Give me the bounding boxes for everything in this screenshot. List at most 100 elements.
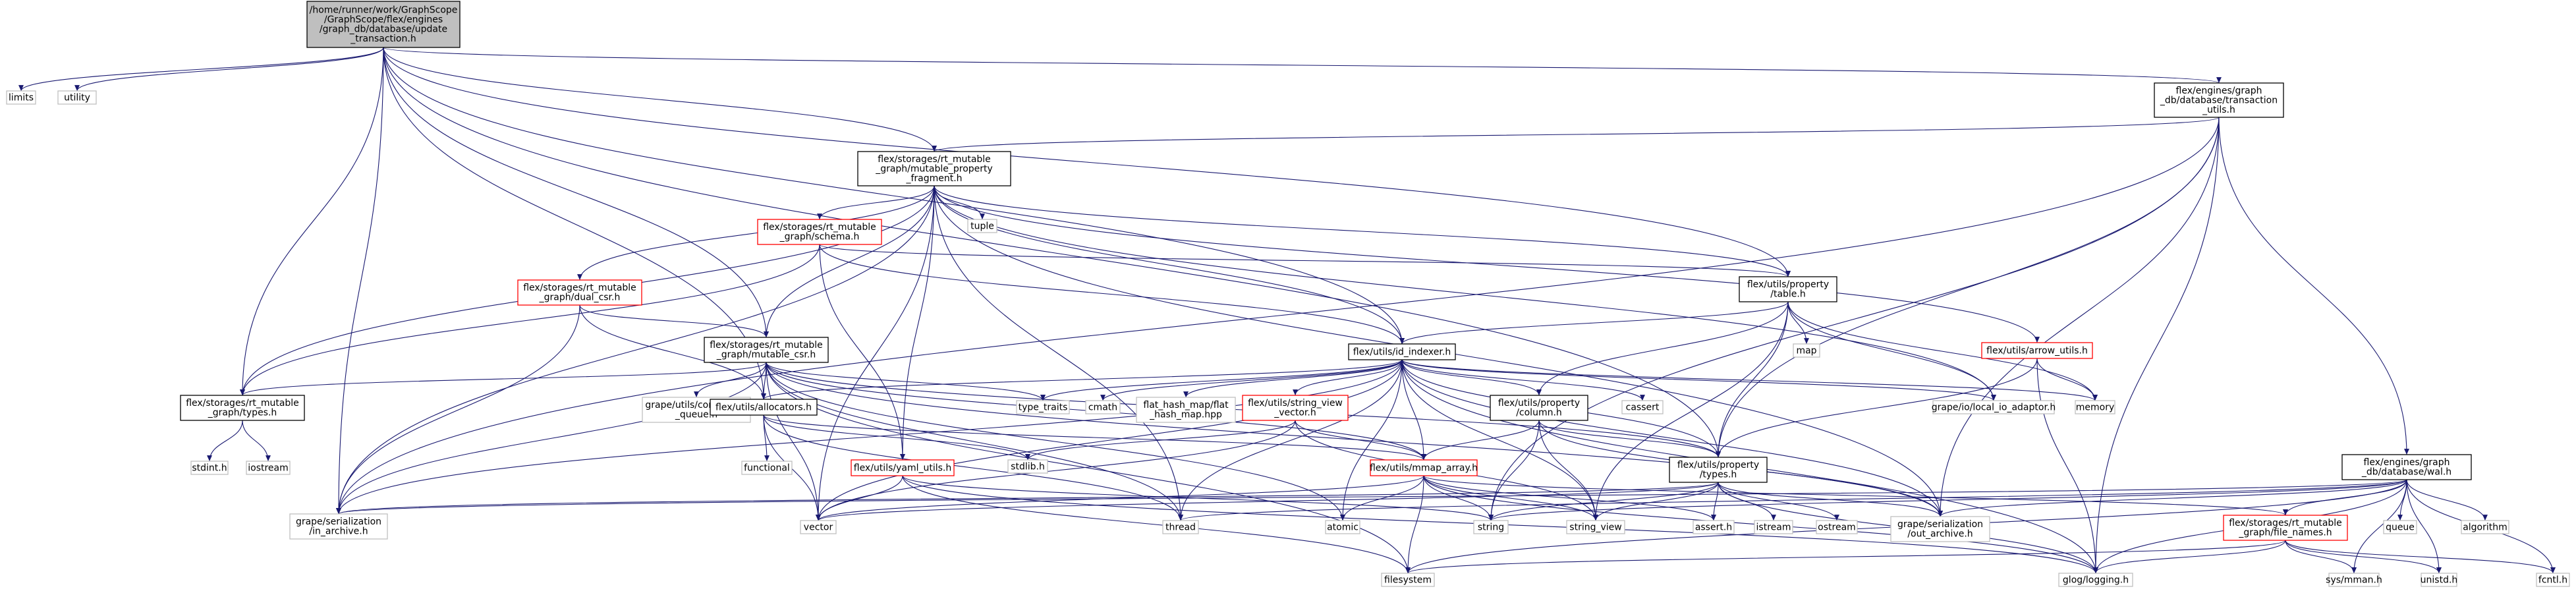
- edge-allocators-to-mmap_array: [763, 414, 1426, 461]
- edge-yaml_utils-to-filesystem: [902, 475, 1411, 574]
- node-flat-hash-map[interactable]: flat_hash_map/flat_hash_map.hpp: [1136, 397, 1236, 423]
- node-mutable-csr[interactable]: flex/storages/rt_mutable_graph/mutable_c…: [704, 337, 829, 363]
- node-istream[interactable]: istream: [1754, 520, 1793, 534]
- node-type-traits[interactable]: type_traits: [1016, 400, 1070, 414]
- edge-root-to-mutable_property_fragment: [383, 47, 937, 152]
- node-box: [2154, 82, 2284, 118]
- node-functional[interactable]: functional: [741, 461, 793, 475]
- edge-property_table-to-local_io_adaptor: [1787, 301, 1996, 401]
- edge-property_types-to-vector: [816, 482, 1719, 521]
- node-label-line: _graph/types.h: [208, 408, 277, 418]
- node-utility[interactable]: utility: [57, 90, 97, 105]
- edge-property_types-to-string_view: [1593, 482, 1719, 521]
- edge-id_indexer-to-allocators: [761, 359, 1403, 400]
- node-box: [1793, 343, 1820, 358]
- node-box: [857, 151, 1011, 186]
- node-label-line: thread: [1165, 522, 1196, 532]
- node-box: [1566, 520, 1625, 534]
- edge-root-to-id_indexer: [383, 47, 1405, 345]
- node-label-line: sys/mman.h: [2326, 575, 2382, 585]
- node-yaml-utils[interactable]: flex/utils/yaml_utils.h: [851, 459, 955, 476]
- node-property-types[interactable]: flex/utils/property/types.h: [1669, 457, 1768, 483]
- node-root[interactable]: /home/runner/work/GraphScope/GraphScope/…: [306, 1, 461, 48]
- node-file-names[interactable]: flex/storages/rt_mutable_graph/file_name…: [2223, 515, 2348, 541]
- node-stdlib[interactable]: stdlib.h: [1007, 459, 1048, 474]
- node-label-line: flex/storages/rt_mutable: [710, 340, 823, 351]
- node-in-archive[interactable]: grape/serialization/in_archive.h: [289, 513, 388, 540]
- edge-id_indexer-to-in_archive: [336, 359, 1403, 515]
- node-stdint[interactable]: stdint.h: [190, 461, 229, 475]
- edge-id_indexer-to-mmap_array: [1401, 359, 1426, 461]
- node-unistd[interactable]: unistd.h: [2421, 573, 2458, 587]
- node-mutable-property-fragment[interactable]: flex/storages/rt_mutable_graph/mutable_p…: [857, 151, 1011, 186]
- edge-dual_csr-to-mutable_csr: [579, 304, 769, 338]
- node-tuple[interactable]: tuple: [967, 219, 997, 233]
- node-box: [1085, 400, 1121, 414]
- node-label-line: flex/utils/allocators.h: [715, 402, 812, 412]
- node-property-table[interactable]: flex/utils/property/table.h: [1739, 276, 1837, 302]
- node-label-line: assert.h: [1695, 522, 1732, 532]
- node-label-line: _queue.h: [675, 410, 717, 420]
- node-sys-mman[interactable]: sys/mman.h: [2326, 573, 2382, 587]
- node-ostream[interactable]: ostream: [1816, 520, 1858, 534]
- edge-property_table-to-string_view: [1593, 301, 1789, 521]
- node-queue[interactable]: queue: [2383, 520, 2417, 534]
- node-label-line: /GraphScope/flex/engines: [324, 14, 443, 25]
- node-fcntl[interactable]: fcntl.h: [2536, 573, 2570, 587]
- edge-arrow_utils-to-glog: [2036, 358, 2098, 574]
- node-glog[interactable]: glog/logging.h: [2058, 573, 2133, 587]
- node-arrow-utils[interactable]: flex/utils/arrow_utils.h: [1981, 342, 2093, 359]
- node-string-view-vector[interactable]: flex/utils/string_view_vector.h: [1242, 395, 1349, 421]
- node-label-line: flex/storages/rt_mutable: [763, 222, 876, 233]
- node-box: [2223, 515, 2348, 541]
- node-filesystem[interactable]: filesystem: [1381, 573, 1435, 587]
- node-box: [2383, 520, 2417, 534]
- node-cmath[interactable]: cmath: [1085, 400, 1121, 414]
- node-string[interactable]: string: [1473, 520, 1509, 534]
- node-label-line: _fragment.h: [905, 173, 962, 184]
- node-box: [2536, 573, 2570, 587]
- node-iostream[interactable]: iostream: [246, 461, 291, 475]
- node-concurrent-queue[interactable]: grape/utils/concurrent_queue.h: [642, 397, 751, 423]
- edge-id_indexer-to-vector: [816, 359, 1403, 521]
- edge-wal-to-in_archive: [336, 479, 2407, 515]
- node-assert-h[interactable]: assert.h: [1693, 520, 1735, 534]
- node-layer: /home/runner/work/GraphScope/GraphScope/…: [6, 1, 2570, 587]
- node-map[interactable]: map: [1793, 343, 1820, 358]
- node-string-view[interactable]: string_view: [1566, 520, 1625, 534]
- node-dual-csr[interactable]: flex/storages/rt_mutable_graph/dual_csr.…: [517, 279, 642, 306]
- edge-schema-to-yaml_utils: [819, 244, 905, 461]
- node-box: [851, 459, 955, 476]
- node-property-column[interactable]: flex/utils/property/column.h: [1490, 395, 1588, 421]
- node-box: [1739, 276, 1837, 302]
- edge-mutable_property_fragment-to-schema: [817, 185, 935, 220]
- node-thread[interactable]: thread: [1162, 520, 1199, 534]
- edge-root-to-transaction_utils: [383, 47, 2222, 84]
- edge-id_indexer-to-local_io_adaptor: [1401, 359, 1996, 401]
- node-label-line: /graph_db/database/update: [320, 24, 447, 35]
- node-id-indexer[interactable]: flex/utils/id_indexer.h: [1348, 343, 1456, 360]
- node-label-line: flat_hash_map/flat: [1143, 400, 1229, 410]
- node-transaction-utils[interactable]: flex/engines/graph_db/database/transacti…: [2154, 82, 2284, 118]
- node-label-line: utility: [64, 92, 90, 103]
- node-label-line: istream: [1756, 522, 1791, 532]
- edge-mmap_array-to-atomic: [1340, 475, 1424, 521]
- node-types[interactable]: flex/storages/rt_mutable_graph/types.h: [180, 395, 305, 421]
- node-atomic[interactable]: atomic: [1325, 520, 1360, 534]
- node-wal[interactable]: flex/engines/graph_db/database/wal.h: [2341, 454, 2472, 480]
- node-algorithm[interactable]: algorithm: [2461, 520, 2509, 534]
- node-local-io-adaptor[interactable]: grape/io/local_io_adaptor.h: [1932, 400, 2056, 414]
- node-label-line: flex/utils/property: [1677, 460, 1759, 470]
- node-out-archive[interactable]: grape/serialization/out_archive.h: [1890, 516, 1990, 542]
- edge-property_table-to-map: [1787, 301, 1809, 345]
- edge-wal-to-thread: [1178, 479, 2407, 521]
- node-memory[interactable]: memory: [2075, 400, 2115, 414]
- node-vector[interactable]: vector: [800, 520, 837, 534]
- node-allocators[interactable]: flex/utils/allocators.h: [710, 399, 818, 416]
- node-schema[interactable]: flex/storages/rt_mutable_graph/schema.h: [757, 219, 882, 245]
- node-label-line: _utils.h: [2202, 105, 2235, 115]
- node-cassert[interactable]: cassert: [1621, 400, 1664, 414]
- edge-root-to-utility: [74, 47, 384, 92]
- node-limits[interactable]: limits: [6, 90, 36, 105]
- node-mmap-array[interactable]: flex/utils/mmap_array.h: [1370, 459, 1478, 476]
